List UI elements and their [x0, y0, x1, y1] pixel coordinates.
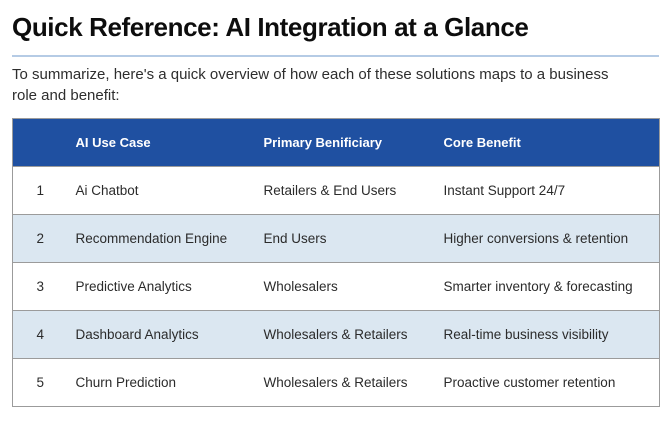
benefit-cell: Proactive customer retention — [435, 358, 660, 407]
use-case-cell: Predictive Analytics — [67, 262, 256, 311]
table-row: 4 Dashboard Analytics Wholesalers & Reta… — [12, 310, 660, 359]
row-number: 3 — [12, 262, 68, 311]
beneficiary-cell: End Users — [255, 214, 436, 263]
table-row: 1 Ai Chatbot Retailers & End Users Insta… — [12, 166, 660, 215]
row-number: 1 — [12, 166, 68, 215]
column-header-core-benefit: Core Benefit — [435, 118, 660, 167]
row-number: 5 — [12, 358, 68, 407]
column-header-use-case: AI Use Case — [67, 118, 256, 167]
table-row: 5 Churn Prediction Wholesalers & Retaile… — [12, 358, 660, 407]
page-title: Quick Reference: AI Integration at a Gla… — [12, 12, 529, 42]
use-case-cell: Churn Prediction — [67, 358, 256, 407]
summary-table: AI Use Case Primary Benificiary Core Ben… — [12, 118, 660, 407]
beneficiary-cell: Wholesalers — [255, 262, 436, 311]
benefit-cell: Real-time business visibility — [435, 310, 660, 359]
beneficiary-cell: Wholesalers & Retailers — [255, 310, 436, 359]
benefit-cell: Smarter inventory & forecasting — [435, 262, 660, 311]
column-header-beneficiary: Primary Benificiary — [255, 118, 436, 167]
beneficiary-cell: Retailers & End Users — [255, 166, 436, 215]
column-header-number — [12, 118, 68, 167]
beneficiary-cell: Wholesalers & Retailers — [255, 358, 436, 407]
benefit-cell: Instant Support 24/7 — [435, 166, 660, 215]
table-header-row: AI Use Case Primary Benificiary Core Ben… — [12, 118, 660, 167]
row-number: 2 — [12, 214, 68, 263]
heading-divider — [12, 55, 659, 57]
use-case-cell: Ai Chatbot — [67, 166, 256, 215]
row-number: 4 — [12, 310, 68, 359]
article-page: Quick Reference: AI Integration at a Gla… — [12, 12, 660, 407]
table-row: 3 Predictive Analytics Wholesalers Smart… — [12, 262, 660, 311]
table-row: 2 Recommendation Engine End Users Higher… — [12, 214, 660, 263]
intro-paragraph: To summarize, here's a quick overview of… — [12, 66, 609, 104]
benefit-cell: Higher conversions & retention — [435, 214, 660, 263]
use-case-cell: Recommendation Engine — [67, 214, 256, 263]
use-case-cell: Dashboard Analytics — [67, 310, 256, 359]
